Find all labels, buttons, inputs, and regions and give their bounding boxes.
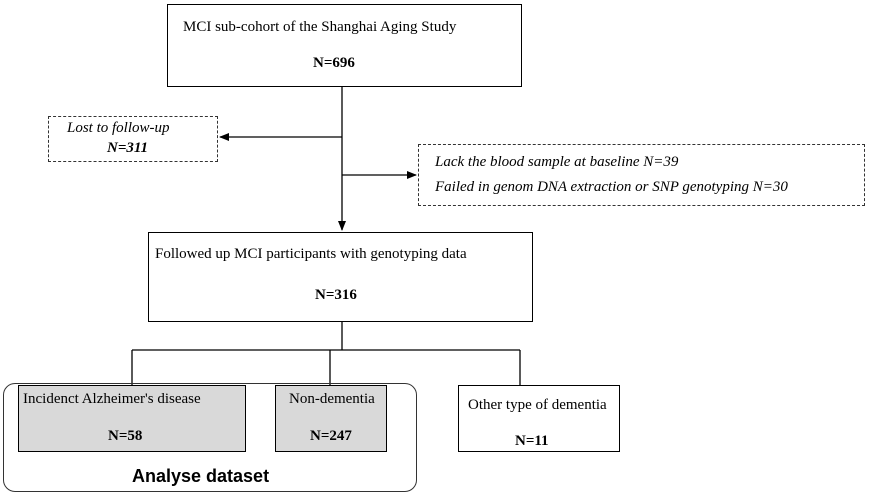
non-dementia-title: Non-dementia — [289, 391, 375, 407]
other-dementia-box: Other type of dementia N=11 — [458, 385, 620, 452]
followed-title: Followed up MCI participants with genoty… — [155, 246, 467, 262]
analyse-dataset-group — [3, 383, 417, 492]
analyse-dataset-title: Analyse dataset — [132, 466, 270, 486]
alzheimers-title: Incidenct Alzheimer's disease — [23, 391, 201, 407]
followed-count: N=316 — [315, 287, 357, 303]
excluded-box: Lack the blood sample at baseline N=39 F… — [418, 144, 865, 206]
cohort-count: N=696 — [313, 55, 355, 71]
alzheimers-box: Incidenct Alzheimer's disease N=58 — [18, 385, 246, 452]
lost-to-followup-box: Lost to follow-up N=311 — [48, 116, 218, 162]
lost-title: Lost to follow-up — [67, 120, 170, 136]
excluded-line-1: Lack the blood sample at baseline N=39 — [435, 154, 679, 170]
other-dementia-count: N=11 — [515, 433, 549, 449]
cohort-title: MCI sub-cohort of the Shanghai Aging Stu… — [183, 19, 457, 35]
cohort-box: MCI sub-cohort of the Shanghai Aging Stu… — [167, 4, 522, 87]
other-dementia-title: Other type of dementia — [468, 397, 607, 413]
non-dementia-count: N=247 — [310, 428, 352, 444]
lost-count: N=311 — [107, 140, 149, 156]
alzheimers-count: N=58 — [108, 428, 143, 444]
non-dementia-box: Non-dementia N=247 — [275, 385, 387, 452]
followed-up-box: Followed up MCI participants with genoty… — [148, 232, 533, 322]
excluded-line-2: Failed in genom DNA extraction or SNP ge… — [435, 179, 788, 195]
